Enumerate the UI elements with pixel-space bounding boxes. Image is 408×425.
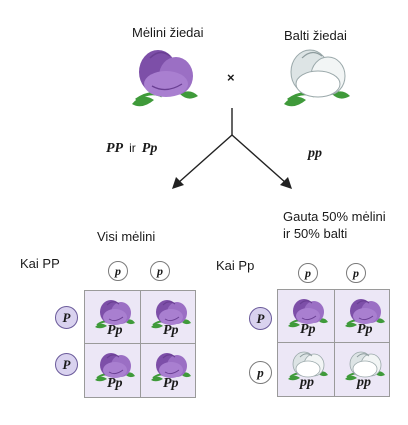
purple-parent-flower-icon (132, 50, 198, 107)
left-punnett-grid: Pp Pp Pp Pp (84, 290, 196, 398)
cell-genotype: Pp (300, 322, 316, 337)
right-row-allele-2: p (249, 361, 272, 384)
white-parent-flower-icon (284, 49, 350, 107)
right-col-allele-1: p (298, 263, 318, 283)
cell-genotype: Pp (163, 376, 179, 391)
left-cell-2: Pp (141, 291, 197, 345)
genotype-PP: PP (106, 141, 124, 156)
cell-genotype: Pp (357, 322, 373, 337)
left-result-label: Visi mėlini (97, 229, 156, 244)
white-parent-genotype: pp (308, 146, 322, 161)
cell-genotype: pp (357, 375, 371, 390)
right-result-label-line1: Gauta 50% mėlini (283, 209, 386, 224)
connector-ir: ir (129, 141, 136, 155)
left-row-allele-1: P (55, 306, 78, 329)
right-col-allele-2: p (346, 263, 366, 283)
right-cell-2: Pp (335, 290, 391, 344)
left-case-label: Kai PP (20, 256, 60, 271)
right-case-label: Kai Pp (216, 258, 255, 273)
right-cell-1: Pp (278, 290, 334, 344)
genotype-Pp: Pp (141, 141, 158, 156)
left-col-allele-1: p (108, 261, 128, 281)
cell-genotype: pp (300, 375, 314, 390)
right-cell-3: pp (278, 343, 334, 397)
left-cell-3: Pp (85, 344, 141, 398)
cell-genotype: Pp (107, 323, 123, 338)
left-cell-4: Pp (141, 344, 197, 398)
right-result-label-line2: ir 50% balti (283, 226, 348, 241)
cell-genotype: Pp (163, 323, 179, 338)
purple-parent-label: Mėlini žiedai (132, 25, 204, 40)
left-col-allele-2: p (150, 261, 170, 281)
right-punnett-grid: Pp Pp pp pp (277, 289, 390, 397)
cell-genotype: Pp (107, 376, 123, 391)
left-cell-1: Pp (85, 291, 141, 345)
cross-symbol: × (227, 70, 235, 85)
white-parent-label: Balti žiedai (284, 28, 347, 43)
purple-parent-genotypes: PP ir Pp (106, 141, 157, 157)
right-row-allele-1: P (249, 307, 272, 330)
right-cell-4: pp (335, 343, 391, 397)
left-row-allele-2: P (55, 353, 78, 376)
